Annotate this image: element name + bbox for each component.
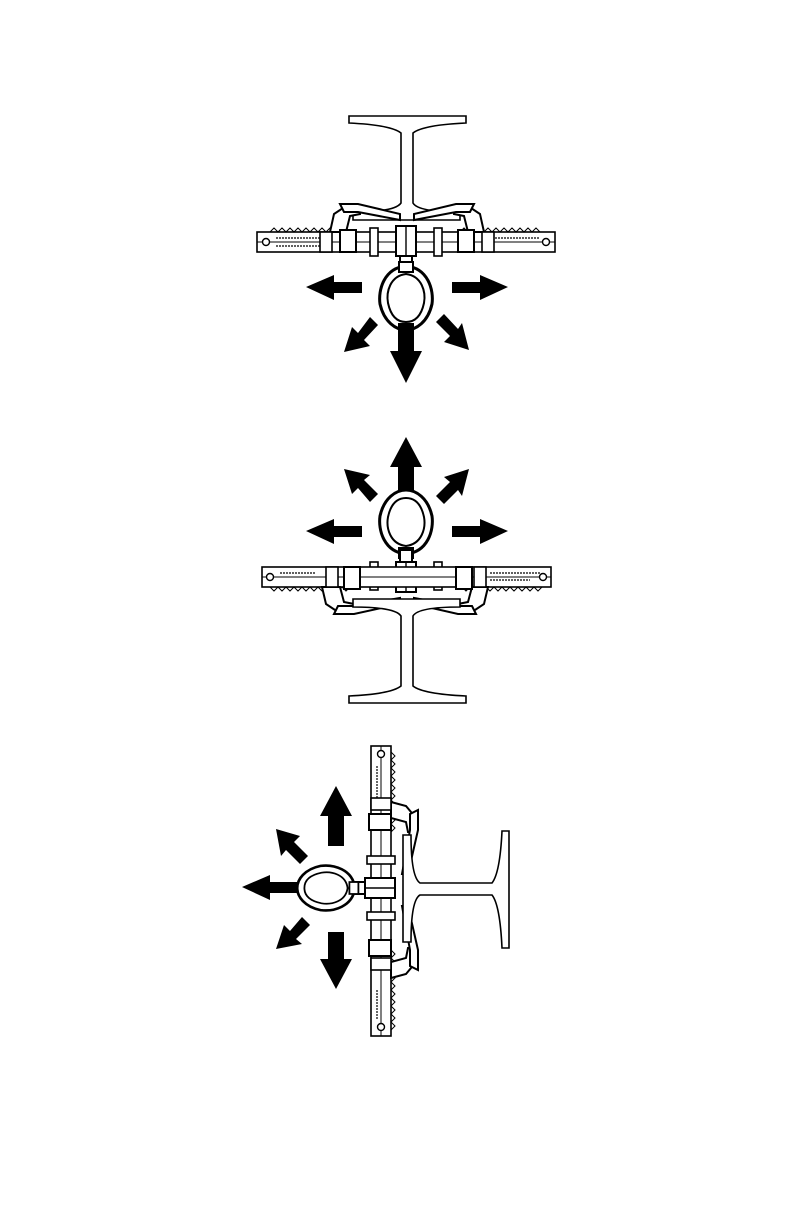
arrow-down [390,323,422,383]
arrow-up-left [276,829,308,864]
arrow-down-right [436,314,469,350]
arrow-down [320,932,352,989]
arrow-up-right [436,469,469,504]
d-ring [380,262,433,330]
arrow-right [452,519,508,544]
arrow-up [320,786,352,846]
arrow-down-left [276,917,310,949]
d-ring [380,490,433,558]
arrow-up-left [344,469,378,502]
i-beam [403,831,509,948]
d-ring [297,866,358,911]
arrow-left [242,875,298,900]
arrow-right [452,275,508,300]
arrow-down-left [344,317,378,352]
i-beam [349,116,466,220]
serrated-rail [262,567,551,591]
side-mount-panel [242,746,509,1036]
arrow-left [306,519,362,544]
arrow-up [390,437,422,493]
arrow-left [306,275,362,300]
bottom-mount-panel [262,437,551,703]
i-beam [349,599,466,703]
top-mount-panel [257,116,555,383]
